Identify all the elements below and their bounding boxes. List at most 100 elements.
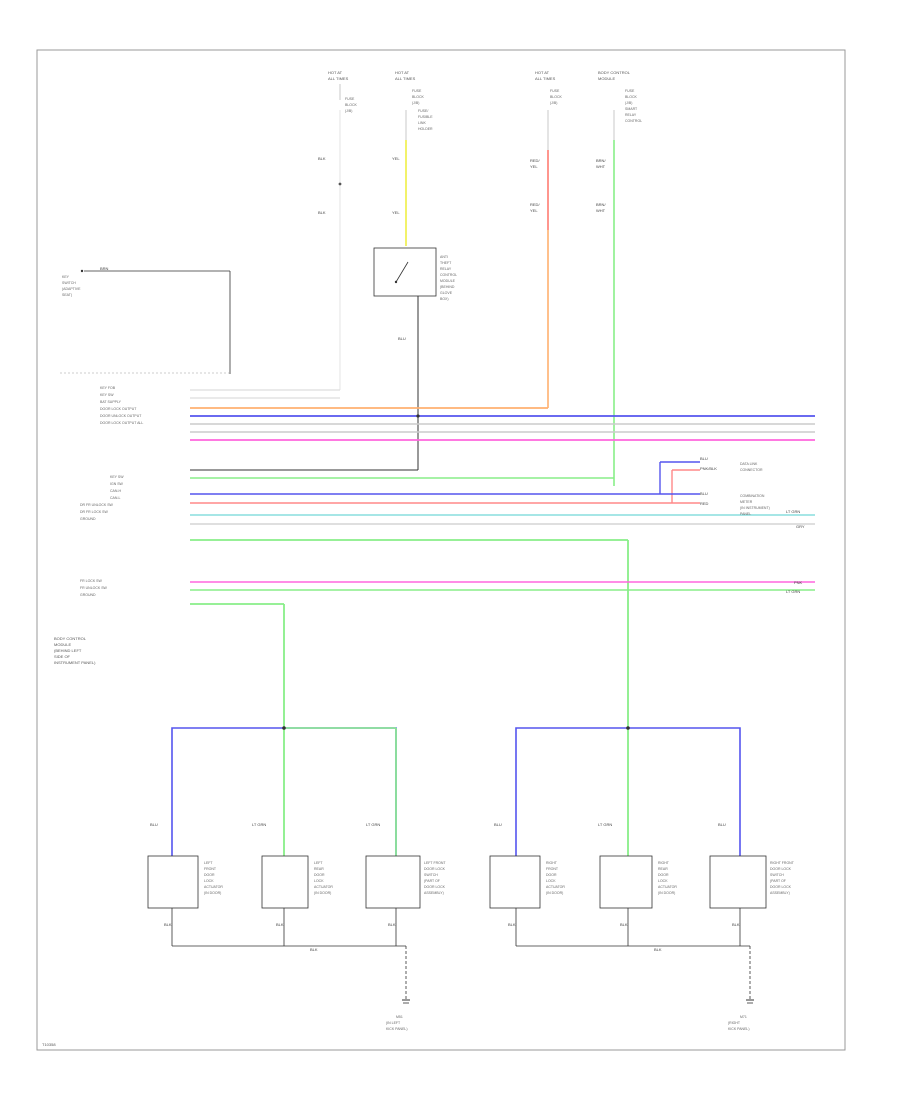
svg-text:BAT SUPPLY: BAT SUPPLY (100, 400, 122, 404)
svg-text:DOOR LOCK: DOOR LOCK (770, 885, 792, 889)
svg-text:ALL TIMES: ALL TIMES (535, 76, 556, 81)
svg-text:KEY: KEY (62, 275, 70, 279)
svg-text:M51: M51 (396, 1015, 403, 1019)
svg-text:HOLDER: HOLDER (418, 127, 433, 131)
bus-wires-lower: PNK LT GRN (190, 580, 815, 856)
svg-text:THEFT: THEFT (440, 261, 452, 265)
svg-text:BLOCK: BLOCK (550, 95, 563, 99)
svg-text:DR FR UNLOCK SW: DR FR UNLOCK SW (80, 503, 114, 507)
svg-text:BLK: BLK (276, 922, 284, 927)
svg-text:DOOR UNLOCK OUTPUT: DOOR UNLOCK OUTPUT (100, 414, 142, 418)
svg-text:RIGHT: RIGHT (546, 861, 558, 865)
svg-text:RIGHT: RIGHT (658, 861, 670, 865)
svg-text:LOCK: LOCK (204, 879, 214, 883)
svg-text:(BEHIND: (BEHIND (440, 285, 455, 289)
svg-text:RELAY: RELAY (440, 267, 452, 271)
svg-text:REAR: REAR (314, 867, 324, 871)
svg-text:KICK PANEL): KICK PANEL) (728, 1027, 750, 1031)
diagram-border (36, 49, 846, 1051)
svg-text:DOOR: DOOR (204, 873, 215, 877)
svg-text:YEL: YEL (392, 156, 400, 161)
svg-text:ACTUATOR: ACTUATOR (204, 885, 223, 889)
svg-text:BLK: BLK (164, 922, 172, 927)
svg-text:BLOCK: BLOCK (625, 95, 638, 99)
svg-text:BODY CONTROL: BODY CONTROL (54, 636, 87, 641)
svg-text:BODY CONTROL: BODY CONTROL (598, 70, 631, 75)
svg-text:SWITCH: SWITCH (424, 873, 438, 877)
svg-text:LT GRN: LT GRN (598, 822, 612, 827)
svg-text:BOX): BOX) (440, 297, 449, 301)
svg-text:DOOR: DOOR (546, 873, 557, 877)
svg-text:CONNECTOR: CONNECTOR (740, 468, 763, 472)
svg-text:BRN/: BRN/ (596, 158, 606, 163)
svg-text:FRONT: FRONT (546, 867, 559, 871)
svg-text:ACTUATOR: ACTUATOR (546, 885, 565, 889)
svg-text:SWITCH: SWITCH (62, 281, 76, 285)
svg-text:SIDE OF: SIDE OF (54, 654, 71, 659)
svg-text:IGN SW: IGN SW (110, 482, 124, 486)
svg-text:KEY SW: KEY SW (110, 475, 124, 479)
svg-text:WHT: WHT (596, 164, 606, 169)
svg-text:BRN: BRN (100, 266, 109, 271)
svg-text:PNK: PNK (794, 580, 803, 585)
svg-text:(J/B): (J/B) (550, 101, 557, 105)
svg-text:HOT AT: HOT AT (535, 70, 550, 75)
svg-text:SMART: SMART (625, 107, 638, 111)
svg-text:(BEHIND LEFT: (BEHIND LEFT (54, 648, 82, 653)
svg-text:(RIGHT: (RIGHT (728, 1021, 741, 1025)
svg-text:(IN INSTRUMENT): (IN INSTRUMENT) (740, 506, 770, 510)
svg-text:(J/B): (J/B) (412, 101, 419, 105)
svg-text:ALL TIMES: ALL TIMES (328, 76, 349, 81)
svg-text:CONTROL: CONTROL (440, 273, 457, 277)
svg-text:HOT AT: HOT AT (328, 70, 343, 75)
svg-text:RIGHT FRONT: RIGHT FRONT (770, 861, 795, 865)
svg-text:PNK/BLK: PNK/BLK (700, 466, 717, 471)
key-switch-left: KEY SWITCH (ADAPTIVE SEAT) BRN (62, 266, 231, 374)
svg-text:PANEL: PANEL (740, 512, 751, 516)
svg-text:BLK: BLK (310, 947, 318, 952)
svg-text:(PART OF: (PART OF (770, 879, 786, 883)
svg-text:RED/: RED/ (530, 158, 540, 163)
svg-text:BLOCK: BLOCK (412, 95, 425, 99)
svg-text:ACTUATOR: ACTUATOR (658, 885, 677, 889)
svg-text:GLOVE: GLOVE (440, 291, 453, 295)
svg-text:FUSE: FUSE (550, 89, 560, 93)
svg-text:(PART OF: (PART OF (424, 879, 440, 883)
svg-text:BLK: BLK (388, 922, 396, 927)
svg-text:DOOR: DOOR (314, 873, 325, 877)
fuse-source-3: HOT AT ALL TIMES FUSE BLOCK (J/B) RED/ Y… (530, 70, 563, 408)
svg-text:LINK: LINK (418, 121, 426, 125)
svg-text:HOT AT: HOT AT (395, 70, 410, 75)
svg-text:DOOR LOCK: DOOR LOCK (770, 867, 792, 871)
svg-text:YEL: YEL (530, 164, 538, 169)
svg-text:COMBINATION: COMBINATION (740, 494, 765, 498)
bus-wires-upper (190, 389, 815, 441)
svg-text:BLOCK: BLOCK (345, 103, 358, 107)
svg-text:(J/B): (J/B) (345, 109, 352, 113)
svg-text:CAN-H: CAN-H (110, 489, 122, 493)
fuse-source-1: HOT AT ALL TIMES FUSE BLOCK (J/B) BLK BL… (318, 70, 358, 390)
svg-text:LT GRN: LT GRN (366, 822, 380, 827)
svg-text:GROUND: GROUND (80, 517, 96, 521)
fuse-source-2: HOT AT ALL TIMES FUSE BLOCK (J/B) FUSE/ … (392, 70, 433, 246)
svg-text:(IN DOOR): (IN DOOR) (204, 891, 221, 895)
ground-left: M51 (IN LEFT KICK PANEL) (386, 999, 410, 1031)
svg-text:BLU: BLU (700, 491, 708, 496)
svg-text:KEY SW: KEY SW (100, 393, 114, 397)
bcm-connector: KEY FOB KEY SW BAT SUPPLY DOOR LOCK OUTP… (54, 372, 232, 665)
svg-text:LT GRN: LT GRN (786, 589, 800, 594)
left-switch-group: BLU LT GRN LT GRN LEFT FRONT DOOR LOCK A… (147, 726, 446, 1000)
svg-text:REAR: REAR (658, 867, 668, 871)
svg-text:MODULE: MODULE (440, 279, 456, 283)
svg-text:BLU: BLU (150, 822, 158, 827)
svg-text:DATA LINK: DATA LINK (740, 462, 758, 466)
svg-text:KEY FOB: KEY FOB (100, 386, 116, 390)
bus-wires-middle: DATA LINK CONNECTOR COMBINATION METER (I… (190, 456, 815, 856)
ground-right: M71 (RIGHT KICK PANEL) (728, 999, 754, 1031)
svg-text:M71: M71 (740, 1015, 747, 1019)
svg-text:LEFT FRONT: LEFT FRONT (424, 861, 446, 865)
svg-text:FRONT: FRONT (204, 867, 217, 871)
svg-text:BLU: BLU (398, 336, 406, 341)
svg-text:FUSE: FUSE (625, 89, 635, 93)
fuse-source-4: BODY CONTROL MODULE FUSE BLOCK (J/B) SMA… (596, 70, 642, 486)
